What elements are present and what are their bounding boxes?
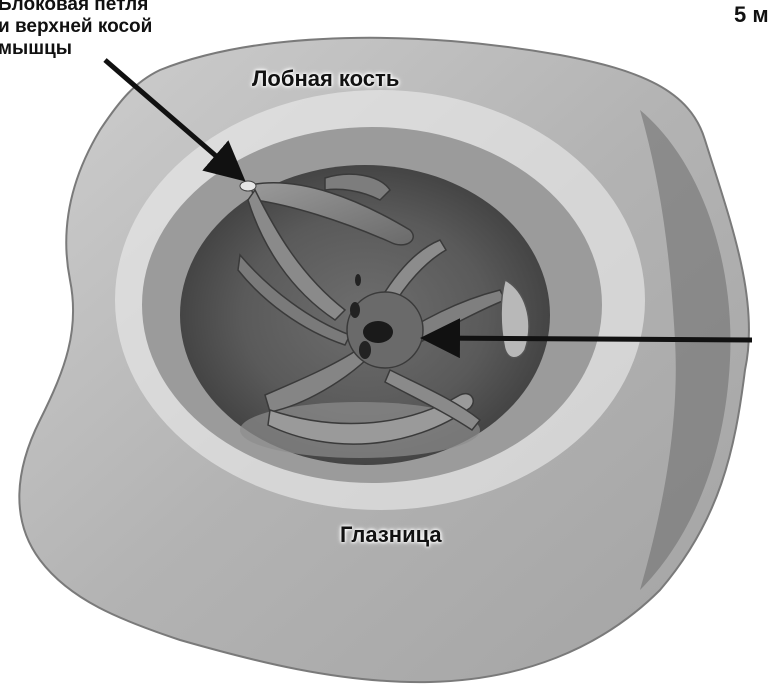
orbit-label: Глазница xyxy=(340,522,442,548)
trochlea-label-line1: Блоковая петля xyxy=(0,0,152,16)
scale-marker-label: 5 м xyxy=(734,2,769,28)
trochlea-label-line2: и верхней косой xyxy=(0,16,152,38)
trochlea xyxy=(240,181,256,191)
foramen-small-3 xyxy=(355,274,361,286)
foramen-small-1 xyxy=(350,302,360,318)
foramen-small-2 xyxy=(359,341,371,359)
optic-foramen xyxy=(363,321,393,343)
frontal-bone-label: Лобная кость xyxy=(252,66,399,92)
arrow-icon xyxy=(430,338,752,340)
trochlea-label: Блоковая петля и верхней косой мышцы xyxy=(0,0,152,60)
trochlea-label-line3: мышцы xyxy=(0,38,152,60)
